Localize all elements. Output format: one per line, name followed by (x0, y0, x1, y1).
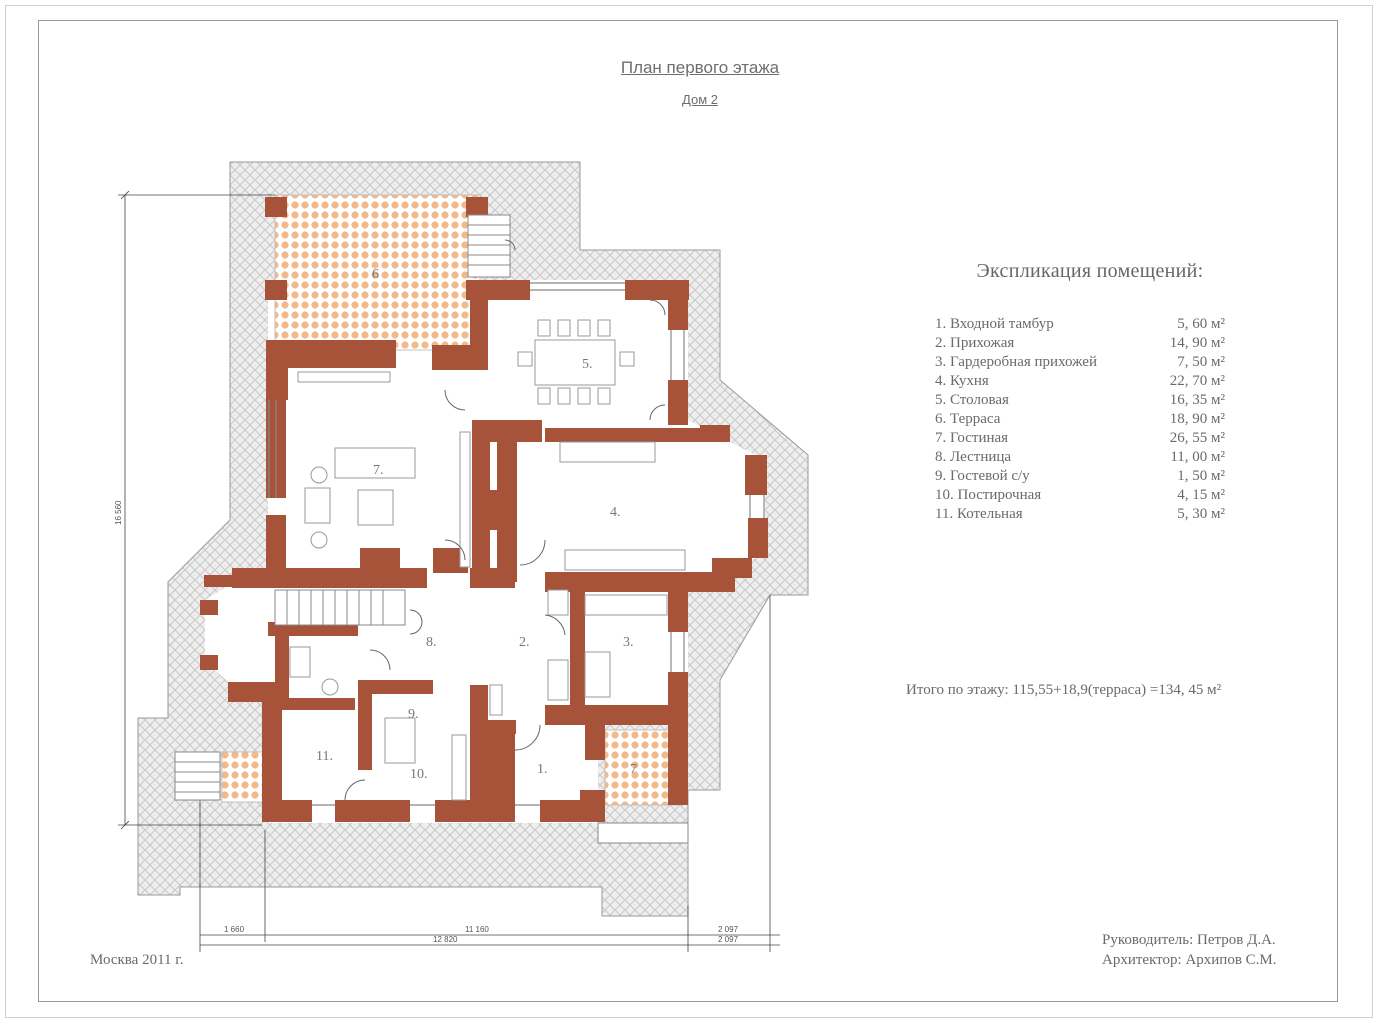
explication-row: 5. Столовая 16, 35 м² (935, 391, 1235, 410)
room-area: 7, 50 м² (1177, 354, 1225, 370)
dim-bottom-right: 2 097 (718, 925, 739, 934)
terrace-tiles (274, 194, 481, 351)
sheet-title: План первого этажа (620, 58, 780, 77)
room-area: 4, 15 м² (1177, 487, 1225, 503)
room-area: 18, 90 м² (1169, 411, 1225, 427)
dim-bottom-right-total: 2 097 (718, 935, 739, 944)
room-name: 4. Кухня (935, 373, 989, 389)
entry-stairs (174, 751, 689, 844)
room-area: 1, 50 м² (1177, 468, 1225, 484)
room-name: 5. Столовая (935, 392, 1009, 408)
room-area: 5, 30 м² (1177, 506, 1225, 522)
room-name: 3. Гардеробная прихожей (935, 354, 1097, 370)
city-year: Москва 2011 г. (90, 952, 184, 968)
explication-row: 8. Лестница 11, 00 м² (935, 448, 1235, 467)
dim-height: 16 560 (114, 500, 123, 525)
explication-row: 2. Прихожая 14, 90 м² (935, 334, 1235, 353)
room-area: 5, 60 м² (1177, 316, 1225, 332)
sheet-subtitle: Дом 2 (682, 92, 718, 107)
living-furniture (297, 371, 471, 568)
room-name: 6. Терраса (935, 411, 1001, 427)
room-label-8: 8. (426, 635, 437, 650)
explication-row: 6. Терраса 18, 90 м² (935, 410, 1235, 429)
room-label-6: 6 (372, 267, 379, 282)
explication-list: 1. Входной тамбур 5, 60 м² 2. Прихожая 14,… (935, 315, 1235, 524)
room-name: 11. Котельная (935, 506, 1023, 522)
room-label-10: 10. (410, 767, 428, 782)
floor-total-area: Итого по этажу: 115,55+18,9(терраса) =13… (906, 682, 1222, 698)
room-name: 2. Прихожая (935, 335, 1015, 351)
room-label-5: 5. (582, 357, 593, 372)
dimension-lines (118, 190, 780, 952)
explication-row: 7. Гостиная 26, 55 м² (935, 429, 1235, 448)
explication-row: 10. Постирочная 4, 15 м² (935, 486, 1235, 505)
terrace-stairs (467, 214, 511, 278)
explication-row: 11. Котельная 5, 30 м² (935, 505, 1235, 524)
room-area: 26, 55 м² (1169, 430, 1225, 446)
dim-bottom-total: 12 820 (433, 935, 458, 944)
room-name: 7. Гостиная (935, 430, 1009, 446)
explication-row: 3. Гардеробная прихожей 7, 50 м² (935, 353, 1235, 372)
explication-title: Экспликация помещений: (976, 260, 1204, 282)
drawing-frame (38, 20, 1338, 1002)
room-label-2: 2. (519, 635, 530, 650)
room-label-porch: 7 (630, 762, 637, 777)
house-west-bay (205, 568, 268, 690)
room-label-4: 4. (610, 505, 621, 520)
room-area: 14, 90 м² (1169, 335, 1225, 351)
kitchen-furniture (289, 441, 686, 801)
dining-furniture (517, 319, 635, 405)
sheet-outer-border (5, 5, 1373, 1018)
architect-signature: Архитектор: Архипов С.М. (1102, 952, 1277, 968)
room-label-1: 1. (537, 762, 548, 777)
head-signature: Руководитель: Петров Д.А. (1102, 932, 1276, 948)
room-label-3: 3. (623, 635, 634, 650)
windows (268, 282, 765, 806)
room-label-11: 11. (316, 749, 333, 764)
explication-row: 4. Кухня 22, 70 м² (935, 372, 1235, 391)
explication-row: 9. Гостевой с/у 1, 50 м² (935, 467, 1235, 486)
side-entry-tiles (221, 751, 269, 803)
room-area: 22, 70 м² (1169, 373, 1225, 389)
room-area: 11, 00 м² (1170, 449, 1225, 465)
room-name: 9. Гостевой с/у (935, 468, 1030, 484)
room-label-9: 9. (408, 707, 419, 722)
room-name: 10. Постирочная (935, 487, 1042, 503)
interior-staircase (274, 589, 406, 626)
dim-bottom-left: 1 660 (224, 925, 245, 934)
room-area: 16, 35 м² (1169, 392, 1225, 408)
room-name: 1. Входной тамбур (935, 316, 1054, 332)
explication-row: 1. Входной тамбур 5, 60 м² (935, 315, 1235, 334)
dim-bottom-mid: 11 160 (465, 925, 489, 934)
room-name: 8. Лестница (935, 449, 1012, 465)
room-label-7: 7. (373, 463, 384, 478)
door-swings (344, 239, 666, 801)
